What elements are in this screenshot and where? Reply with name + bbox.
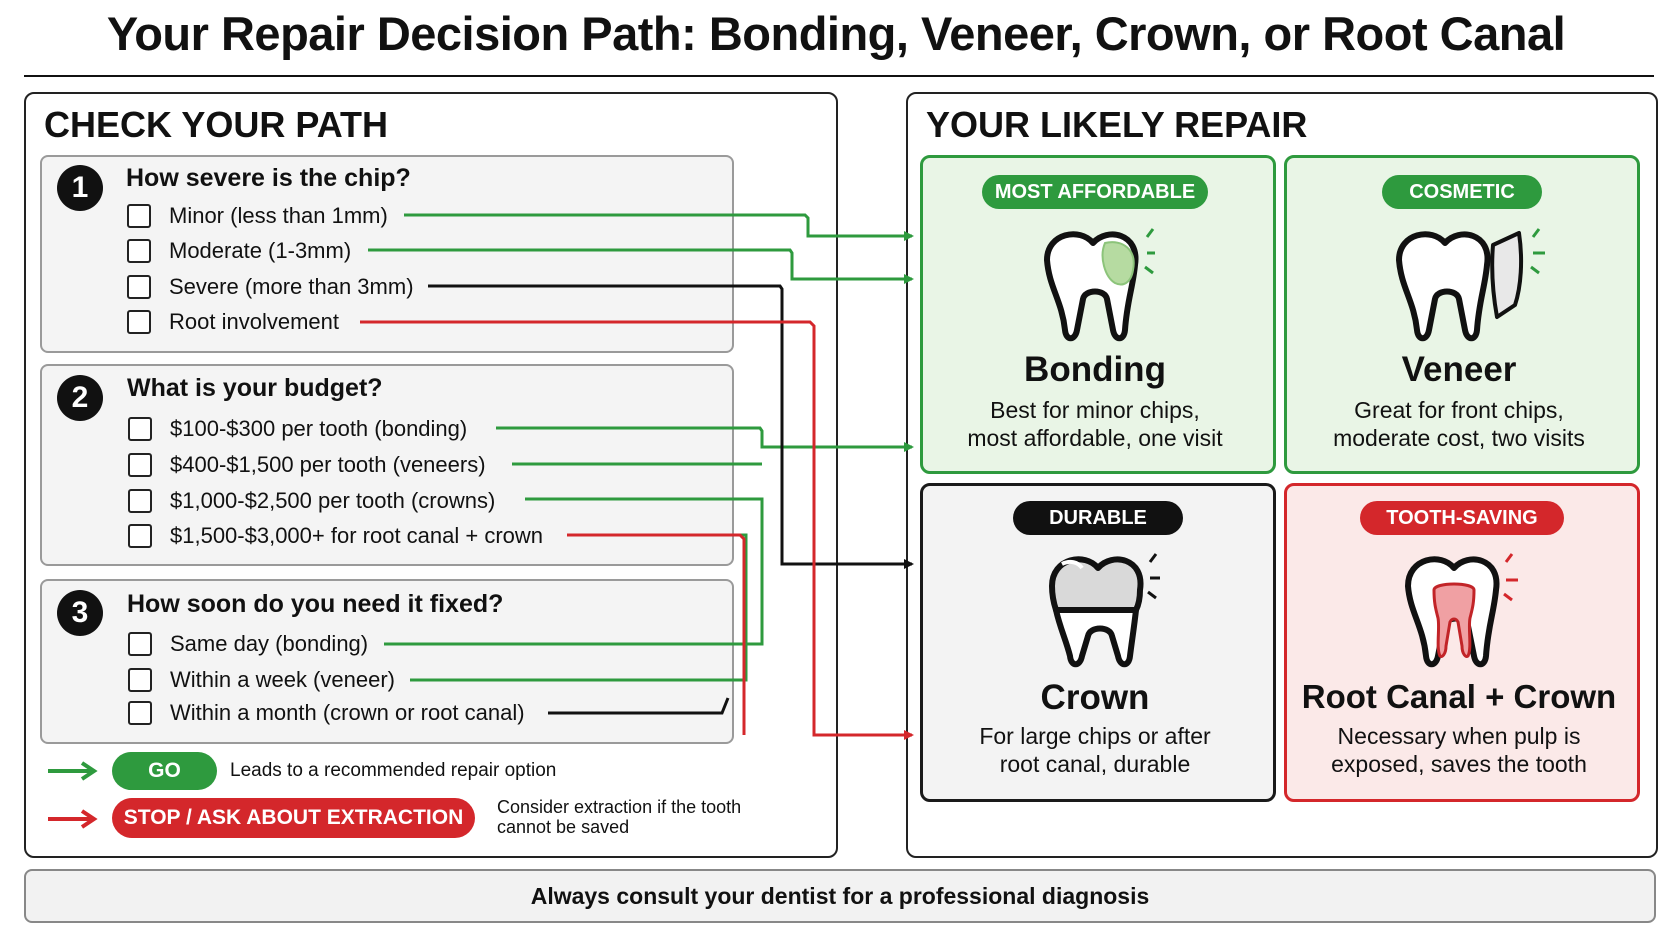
question-1-title: How severe is the chip? [126, 164, 411, 192]
page-title: Your Repair Decision Path: Bonding, Vene… [106, 7, 1566, 60]
checkbox[interactable] [127, 310, 151, 334]
crown-card[interactable] [920, 483, 1276, 802]
checkbox[interactable] [128, 417, 152, 441]
tooth-bonding-icon [1044, 228, 1155, 342]
bonding-title: Bonding [1024, 350, 1166, 389]
option-within-month[interactable]: Within a month (crown or root canal) [128, 700, 525, 726]
crown-badge: DURABLE [1013, 501, 1183, 535]
question-2-title: What is your budget? [127, 374, 383, 402]
root-canal-title: Root Canal + Crown [1301, 678, 1617, 715]
checkbox[interactable] [127, 239, 151, 263]
checkbox[interactable] [128, 632, 152, 656]
veneer-description: Great for front chips, moderate cost, tw… [1333, 397, 1585, 451]
option-budget-bonding[interactable]: $100-$300 per tooth (bonding) [128, 416, 467, 442]
option-budget-root-canal[interactable]: $1,500-$3,000+ for root canal + crown [128, 523, 543, 549]
checkbox[interactable] [128, 453, 152, 477]
question-3-title: How soon do you need it fixed? [127, 590, 504, 618]
checkbox[interactable] [127, 275, 151, 299]
tooth-crown-icon [1049, 553, 1160, 668]
checkbox[interactable] [127, 204, 151, 228]
stop-legend-text: Consider extraction if the tooth cannot … [497, 797, 742, 837]
checkbox[interactable] [128, 701, 152, 725]
bonding-badge: MOST AFFORDABLE [982, 175, 1208, 209]
bonding-description: Best for minor chips, most affordable, o… [967, 397, 1223, 451]
option-within-week[interactable]: Within a week (veneer) [128, 667, 395, 693]
stop-arrow-icon [48, 809, 98, 829]
checkbox[interactable] [128, 668, 152, 692]
go-badge: GO [112, 752, 217, 790]
likely-repair-heading: YOUR LIKELY REPAIR [926, 104, 1308, 145]
veneer-badge: COSMETIC [1382, 175, 1542, 209]
option-budget-veneers[interactable]: $400-$1,500 per tooth (veneers) [128, 452, 486, 478]
tooth-veneer-icon [1396, 228, 1545, 342]
question-1-number: 1 [57, 165, 103, 211]
root-canal-badge: TOOTH-SAVING [1360, 501, 1564, 535]
footer-disclaimer: Always consult your dentist for a profes… [24, 869, 1656, 923]
question-3-number: 3 [57, 590, 103, 636]
option-moderate[interactable]: Moderate (1-3mm) [127, 238, 351, 264]
option-same-day[interactable]: Same day (bonding) [128, 631, 368, 657]
go-legend-text: Leads to a recommended repair option [230, 760, 557, 781]
checkbox[interactable] [128, 489, 152, 513]
option-severe[interactable]: Severe (more than 3mm) [127, 274, 414, 300]
checkbox[interactable] [128, 524, 152, 548]
crown-description: For large chips or after root canal, dur… [979, 723, 1211, 777]
root-canal-description: Necessary when pulp is exposed, saves th… [1331, 723, 1587, 777]
title-divider [24, 75, 1654, 77]
option-minor[interactable]: Minor (less than 1mm) [127, 203, 388, 229]
tooth-root-canal-icon [1405, 553, 1518, 668]
crown-title: Crown [1040, 678, 1150, 717]
stop-badge: STOP / ASK ABOUT EXTRACTION [112, 798, 475, 838]
option-root-involvement[interactable]: Root involvement [127, 309, 339, 335]
question-2-number: 2 [57, 375, 103, 421]
veneer-title: Veneer [1401, 350, 1517, 389]
check-path-heading: CHECK YOUR PATH [44, 104, 389, 145]
go-arrow-icon [48, 761, 98, 781]
option-budget-crowns[interactable]: $1,000-$2,500 per tooth (crowns) [128, 488, 495, 514]
